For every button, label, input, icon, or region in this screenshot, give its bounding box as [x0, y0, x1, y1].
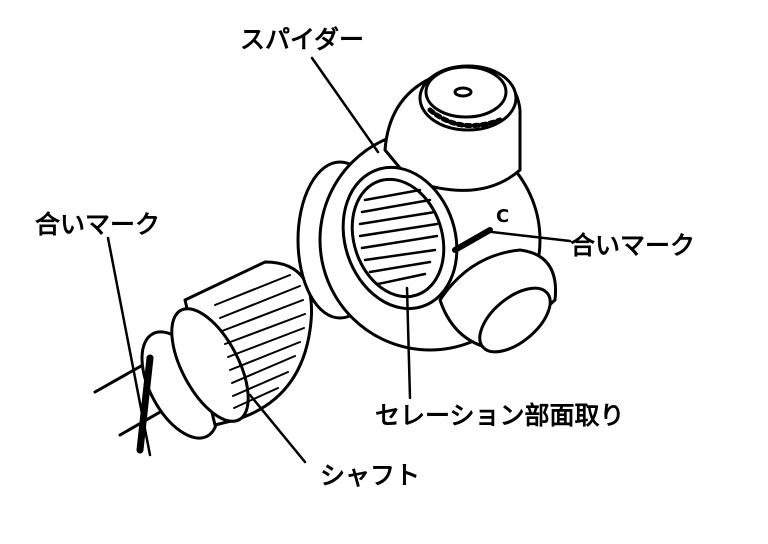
shaft-match-mark [136, 354, 154, 454]
leader-lines [106, 56, 572, 464]
spider-serrations [358, 188, 439, 286]
label-shaft: シャフト [320, 461, 421, 490]
spider [296, 64, 558, 354]
label-serration-chamfer: セレーション部面取り [375, 401, 625, 430]
label-match-mark-right: 合いマーク [570, 231, 696, 260]
label-chamfer-c: C [496, 206, 510, 227]
label-spider: スパイダー [240, 25, 365, 54]
shaft [93, 260, 313, 454]
spider-match-mark [452, 227, 493, 253]
label-match-mark-left: 合いマーク [35, 210, 161, 239]
shaft-splines [214, 274, 306, 409]
